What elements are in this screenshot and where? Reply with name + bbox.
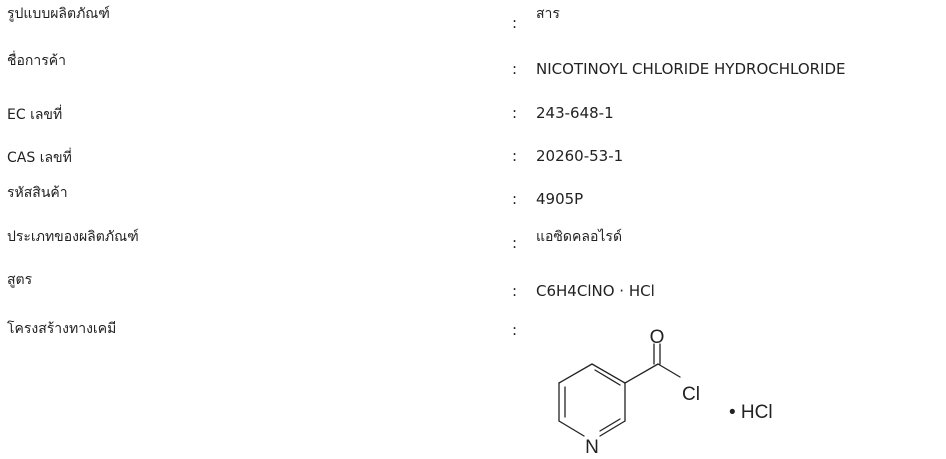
atom-nitrogen: N (585, 437, 599, 458)
colon: : (512, 14, 518, 32)
label-product-type: ประเภทของผลิตภัณฑ์ (7, 229, 139, 245)
ring-bond (558, 420, 585, 437)
value-cas-number: 20260-53-1 (536, 147, 624, 165)
ring-double-bond (594, 369, 621, 386)
label-trade-name: ชื่อการค้า (7, 53, 66, 69)
label-formula: สูตร (7, 272, 33, 288)
chemical-structure-diagram: O Cl N • HCl (558, 327, 773, 458)
ring-bond (591, 363, 626, 384)
colon: : (512, 147, 518, 165)
value-product-form: สาร (536, 6, 560, 22)
row-chemical-structure: โครงสร้างทางเคมี : (0, 318, 946, 340)
colon: : (512, 104, 518, 122)
label-chemical-structure: โครงสร้างทางเคมี (7, 321, 117, 337)
value-formula: C6H4ClNO · HCl (536, 282, 655, 300)
row-product-type: ประเภทของผลิตภัณฑ์ : แอซิดคลอไรด์ (0, 226, 946, 252)
atom-oxygen: O (650, 327, 665, 348)
ring-bond (599, 420, 626, 437)
row-cas-number: CAS เลขที่ : 20260-53-1 (0, 147, 946, 169)
hcl-salt-label: • HCl (729, 402, 773, 423)
row-formula: สูตร : C6H4ClNO · HCl (0, 269, 946, 300)
colon: : (512, 60, 518, 78)
ring-double-bond (599, 418, 621, 432)
ring-bond (558, 363, 593, 384)
value-ec-number: 243-648-1 (536, 104, 614, 122)
colon: : (512, 190, 518, 208)
value-trade-name: NICOTINOYL CHLORIDE HYDROCHLORIDE (536, 60, 846, 78)
label-cas-number: CAS เลขที่ (7, 150, 72, 166)
row-ec-number: EC เลขที่ : 243-648-1 (0, 104, 946, 126)
label-product-code: รหัสสินค้า (7, 185, 68, 201)
label-product-form: รูปแบบผลิตภัณฑ์ (7, 6, 110, 22)
label-ec-number: EC เลขที่ (7, 107, 63, 123)
value-product-type: แอซิดคลอไรด์ (536, 229, 623, 245)
value-product-code: 4905P (536, 190, 584, 208)
row-product-code: รหัสสินค้า : 4905P (0, 182, 946, 208)
row-product-form: รูปแบบผลิตภัณฑ์ : สาร (0, 3, 946, 32)
row-trade-name: ชื่อการค้า : NICOTINOYL CHLORIDE HYDROCH… (0, 50, 946, 78)
carbonyl-carbon-bond (624, 363, 659, 384)
acyl-chloride-bond (657, 363, 681, 378)
atom-chlorine: Cl (682, 384, 700, 405)
colon: : (512, 321, 518, 339)
colon: : (512, 282, 518, 300)
colon: : (512, 234, 518, 252)
